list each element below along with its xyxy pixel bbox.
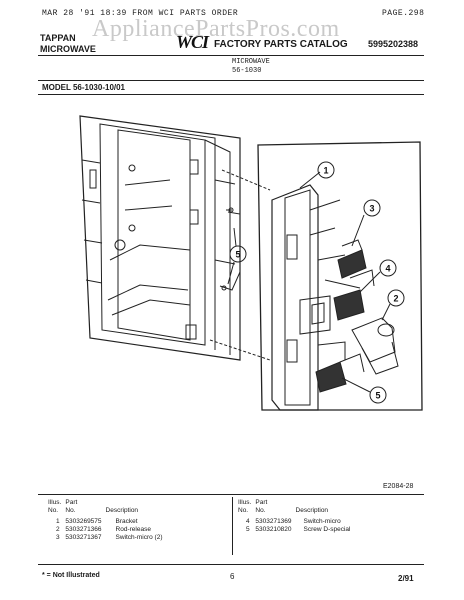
col-illus-header: Illus.No.	[238, 499, 252, 514]
catalog-title: FACTORY PARTS CATALOG	[214, 39, 348, 50]
model-rule-top	[38, 80, 424, 81]
subheader-type: MICROWAVE	[232, 58, 270, 66]
page-number: 6	[230, 572, 235, 581]
fax-header-left: MAR 28 '91 18:39 FROM WCI PARTS ORDER	[42, 9, 239, 18]
table-row: 4 5303271369 Switch-micro	[246, 518, 341, 525]
parts-rule-top	[38, 494, 424, 495]
model-rule-bottom	[38, 94, 424, 95]
brand-microwave: MICROWAVE	[40, 44, 96, 54]
callout-3-upper: 3	[369, 204, 374, 214]
wci-logo: WCI	[176, 32, 209, 52]
callout-3-lower: 5	[375, 391, 380, 401]
parts-rule-bottom	[38, 564, 424, 565]
brand-block: TAPPAN MICROWAVE	[40, 33, 96, 55]
col-description-header: Description	[105, 507, 139, 514]
table-row: 5 5303210820 Screw D-special	[246, 526, 351, 533]
fax-header-page: PAGE.298	[382, 9, 425, 18]
catalog-number: 5995202388	[368, 39, 419, 49]
col-illus-header: Illus.No.	[48, 499, 62, 514]
table-row: 3 5303271367 Switch-micro (2)	[56, 534, 163, 541]
subheader-model: 56-1030	[232, 67, 262, 75]
callout-5: 5	[235, 250, 240, 260]
col-description-header: Description	[295, 507, 329, 514]
brand-tappan: TAPPAN	[40, 33, 76, 43]
parts-column-divider	[232, 497, 233, 555]
table-row: 1 5303269575 Bracket	[56, 518, 138, 525]
drawing-id: E2084-28	[383, 483, 414, 490]
watermark: AppliancePartsPros.com	[92, 16, 340, 42]
callout-1: 1	[323, 166, 328, 176]
callout-2: 2	[393, 294, 398, 304]
not-illustrated-note: * = Not Illustrated	[42, 572, 100, 579]
table-row: 2 5303271366 Rod-release	[56, 526, 151, 533]
catalog-date: 2/91	[398, 574, 414, 583]
callout-4: 4	[385, 264, 390, 274]
model-label: MODEL 56-1030-10/01	[42, 83, 126, 92]
header-rule	[38, 55, 424, 56]
subheader: MICROWAVE 56-1030	[232, 58, 270, 76]
